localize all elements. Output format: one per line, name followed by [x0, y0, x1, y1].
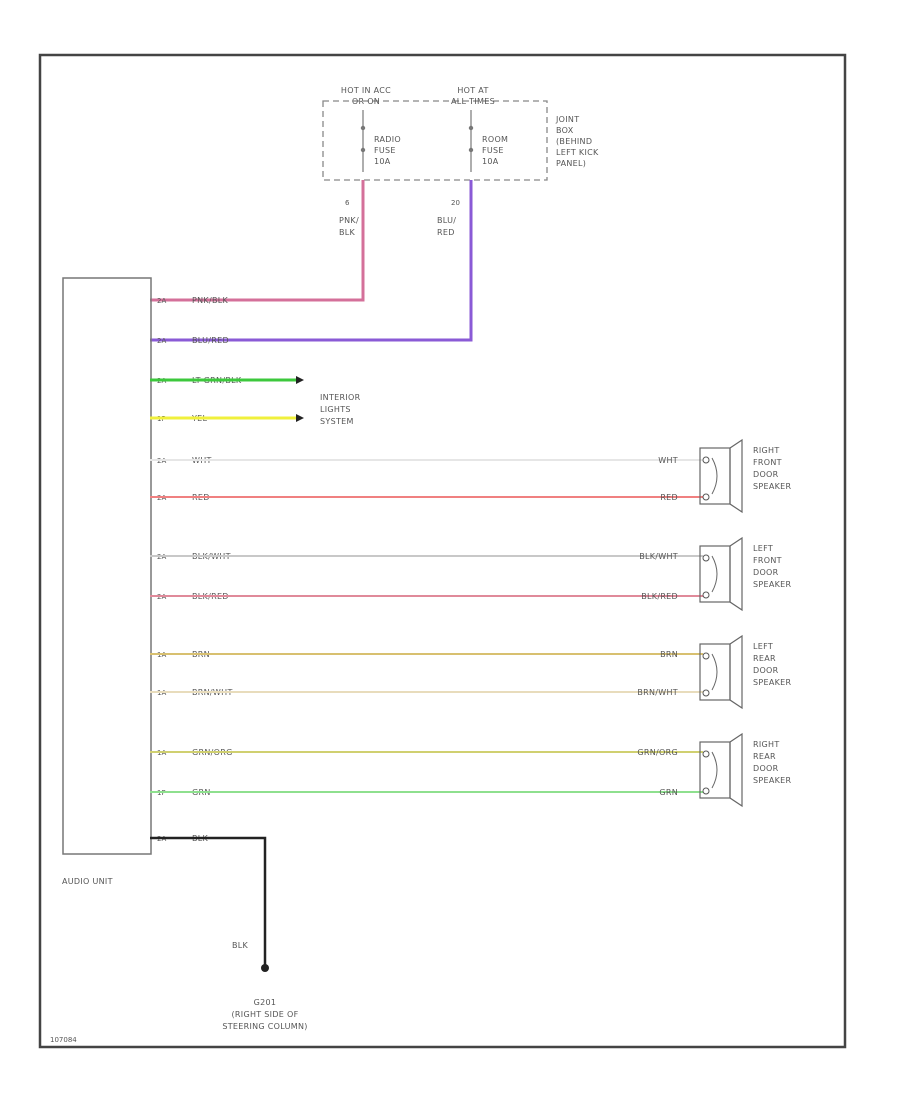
- radio-fuse-icon: [360, 110, 366, 172]
- wire-end-label: BRN: [660, 650, 678, 659]
- diagram-frame: [38, 53, 847, 1049]
- speaker-label-line: RIGHT: [753, 740, 780, 749]
- speaker-label-line: FRONT: [753, 556, 782, 565]
- speaker-label-line: SPEAKER: [753, 678, 792, 687]
- joint-box-line: BOX: [556, 126, 574, 135]
- hot-all-line: HOT AT: [457, 86, 488, 95]
- room-fuse-icon: [468, 110, 474, 172]
- joint-box-label: JOINT BOX (BEHIND LEFT KICK PANEL): [555, 115, 599, 168]
- interior-lights-line: LIGHTS: [320, 405, 351, 414]
- wire-end-label: BLK/RED: [641, 592, 678, 601]
- speaker-label-line: DOOR: [753, 666, 779, 675]
- ground-label-line: G201: [254, 998, 277, 1007]
- radio-pin-number: 6: [345, 199, 350, 207]
- speaker-icon: [699, 438, 743, 514]
- arrow-icon: [296, 376, 304, 384]
- radio-wire-color-label: PNK/BLK: [339, 216, 359, 237]
- hot-at-all-times-label: HOT AT ALL TIMES: [451, 86, 495, 106]
- speaker-label-line: SPEAKER: [753, 482, 792, 491]
- ground-wire-label: BLK: [232, 941, 249, 950]
- hot-in-acc-label: HOT IN ACC OR ON: [341, 86, 391, 106]
- joint-box-line: JOINT: [555, 115, 579, 124]
- speaker-label-line: SPEAKER: [753, 776, 792, 785]
- joint-box-line: (BEHIND: [556, 137, 592, 146]
- wire-color-label: BLU/RED: [192, 336, 229, 345]
- speaker-label-line: DOOR: [753, 568, 779, 577]
- joint-box-line: LEFT KICK: [556, 148, 599, 157]
- wire-end-label: BLK/WHT: [639, 552, 678, 561]
- room-wire-color-label: BLU/RED: [437, 216, 456, 237]
- wire-end-label: RED: [660, 493, 678, 502]
- arrow-icon: [296, 414, 304, 422]
- ground-label-line: STEERING COLUMN): [222, 1022, 307, 1031]
- wire-color-label: PNK/BLK: [192, 296, 228, 305]
- wire-end-label: WHT: [658, 456, 678, 465]
- audio-unit-label: AUDIO UNIT: [62, 877, 113, 886]
- speaker-label-line: LEFT: [753, 642, 773, 651]
- room-fuse-line: FUSE: [482, 146, 504, 155]
- pnk-blk-feed-wire: [150, 180, 365, 302]
- joint-box-line: PANEL): [556, 159, 586, 168]
- room-fuse-line: 10A: [482, 157, 499, 166]
- interior-lights-line: SYSTEM: [320, 417, 354, 426]
- wire-end-label: GRN: [659, 788, 678, 797]
- speaker-label-line: DOOR: [753, 470, 779, 479]
- wire-end-label: BRN/WHT: [637, 688, 678, 697]
- wire-end-label: GRN/ORG: [637, 748, 678, 757]
- color-room-line: BLU/: [437, 216, 456, 225]
- interior-lights-line: INTERIOR: [320, 393, 361, 402]
- hot-all-line: ALL TIMES: [451, 97, 495, 106]
- room-pin-number: 20: [451, 199, 460, 207]
- color-radio-line: PNK/: [339, 216, 359, 225]
- joint-box-outline: [322, 100, 548, 181]
- speaker-label-line: REAR: [753, 752, 776, 761]
- speaker-label-line: RIGHT: [753, 446, 780, 455]
- audio-unit-box: [62, 277, 152, 855]
- ground-wire: [150, 836, 267, 967]
- ground-point: [261, 964, 269, 972]
- room-fuse-label: ROOM FUSE 10A: [482, 135, 508, 166]
- wire-pin-label: 2A: [157, 297, 166, 305]
- speaker-label-line: LEFT: [753, 544, 773, 553]
- ground-location-label: G201 (RIGHT SIDE OF STEERING COLUMN): [222, 998, 307, 1031]
- wire-pin-label: 2A: [157, 337, 166, 345]
- speaker-icon: [699, 732, 743, 808]
- speaker-label-line: DOOR: [753, 764, 779, 773]
- speaker-label-line: FRONT: [753, 458, 782, 467]
- figure-id: 107084: [50, 1036, 77, 1044]
- radio-fuse-line: 10A: [374, 157, 391, 166]
- color-radio-line: BLK: [339, 228, 356, 237]
- speaker-label-line: SPEAKER: [753, 580, 792, 589]
- color-room-line: RED: [437, 228, 455, 237]
- radio-fuse-line: RADIO: [374, 135, 401, 144]
- speaker-icon: [699, 634, 743, 710]
- room-fuse-line: ROOM: [482, 135, 508, 144]
- radio-fuse-label: RADIO FUSE 10A: [374, 135, 401, 166]
- blu-red-feed-wire: [150, 180, 473, 342]
- interior-lights-label: INTERIOR LIGHTS SYSTEM: [320, 393, 361, 426]
- speaker-icon: [699, 536, 743, 612]
- speaker-label-line: REAR: [753, 654, 776, 663]
- speaker-group: RIGHT FRONT DOOR SPEAKER LEFT FRONT DOOR SPEAKE…: [699, 438, 792, 808]
- ground-label-line: (RIGHT SIDE OF: [232, 1010, 299, 1019]
- radio-fuse-line: FUSE: [374, 146, 396, 155]
- hot-acc-line: OR ON: [352, 97, 380, 106]
- hot-acc-line: HOT IN ACC: [341, 86, 391, 95]
